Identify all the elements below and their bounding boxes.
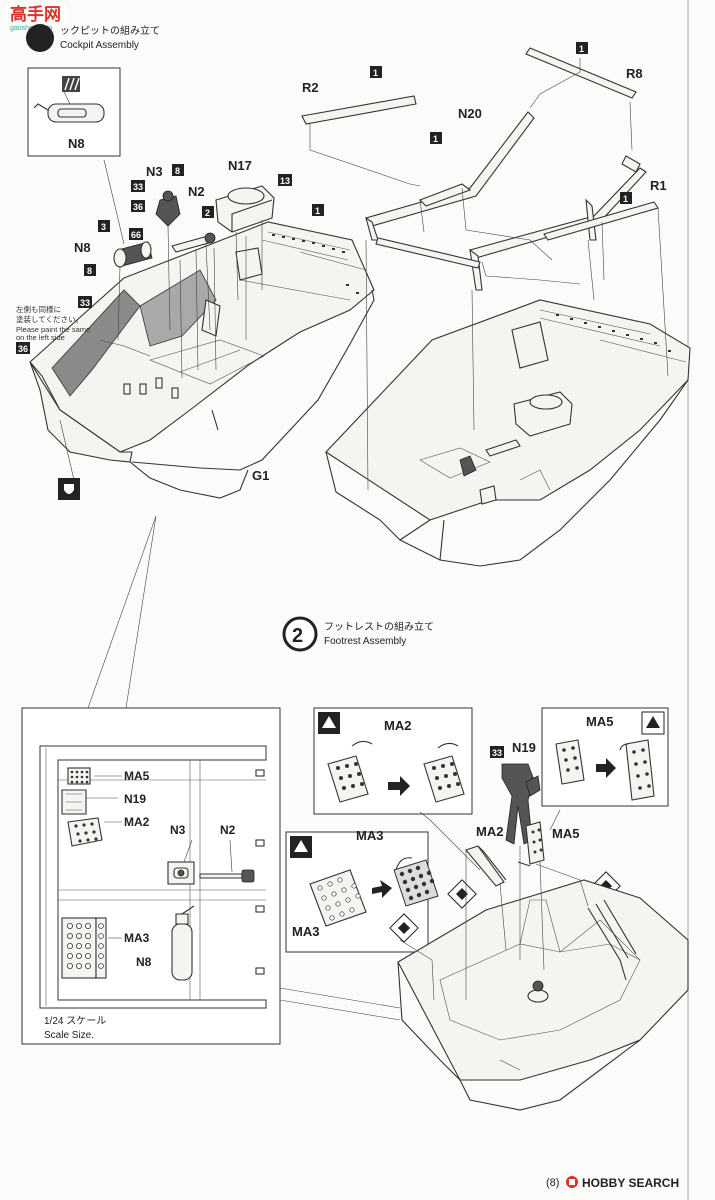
arrow-icon-3 — [372, 880, 392, 898]
roll-cage — [301, 47, 659, 291]
label-ma5: MA5 — [552, 826, 579, 841]
step1-header: ックピットの組み立て Cockpit Assembly — [26, 24, 160, 52]
paint-code-66: 66 — [131, 230, 141, 240]
note-en-2: on the left side — [16, 333, 65, 342]
label-n19: N19 — [512, 740, 536, 755]
scale-label-n19: N19 — [124, 792, 146, 806]
scale-label-ma2: MA2 — [124, 815, 150, 829]
label-n3: N3 — [146, 164, 163, 179]
label-g1: G1 — [252, 468, 269, 483]
step1-title-jp: ックピットの組み立て — [60, 24, 160, 37]
footer: (8) HOBBY SEARCH — [546, 1176, 679, 1190]
brand-watermark: HOBBY SEARCH — [582, 1176, 679, 1190]
paint-code-36-a: 36 — [133, 202, 143, 212]
glue-point-icon-2 — [641, 711, 665, 735]
label-ma5-box: MA5 — [586, 714, 613, 729]
paint-code-1-a: 1 — [315, 206, 320, 216]
callout-lines-bottom — [279, 987, 401, 1021]
paint-code-1-c: 1 — [373, 68, 378, 78]
extinguisher-icon — [47, 103, 105, 123]
scale-label-n2: N2 — [220, 823, 236, 837]
step2-title-en: Footrest Assembly — [324, 636, 406, 647]
scale-caption-en: Scale Size. — [44, 1030, 94, 1041]
n8-inset-box: N8 — [27, 67, 121, 157]
paint-code-8-b: 8 — [87, 266, 92, 276]
step1-left-paint-codes: 33 36 8 2 13 1 3 66 8 33 36 — [16, 164, 324, 354]
label-n20: N20 — [458, 106, 482, 121]
step2-badge — [282, 616, 318, 652]
callout-lines-top — [87, 515, 157, 709]
pedal-n19: 33 N19 — [490, 740, 541, 845]
handbrake-n2 — [171, 232, 216, 331]
paint-code-33-a: 33 — [133, 182, 143, 192]
hobby-search-logo-icon — [566, 1176, 578, 1188]
step2-header: 2 フットレストの組み立て Footrest Assembly — [282, 616, 434, 652]
note-en-1: Please paint the same — [16, 325, 90, 334]
watermark-logo: 高手网 — [10, 4, 61, 24]
paint-code-2: 2 — [205, 208, 210, 218]
glue-point-icon-3 — [290, 836, 312, 858]
shifter-n3 — [155, 190, 181, 331]
step1-right-guides — [309, 58, 669, 491]
note-jp-2: 塗装してください。 — [16, 314, 83, 324]
label-ma2: MA2 — [476, 824, 503, 839]
extinguisher-scale-icon — [171, 923, 193, 981]
label-ma2-box: MA2 — [384, 718, 411, 733]
step1-right-labels: R2 N20 R8 R1 — [302, 66, 667, 193]
arrow-icon-2 — [596, 758, 616, 778]
step1-title-en: Cockpit Assembly — [60, 40, 139, 51]
label-n8-inset: N8 — [68, 136, 85, 151]
seat-n17 — [215, 185, 275, 301]
paint-code-1-d: 1 — [433, 134, 438, 144]
scale-label-ma3: MA3 — [124, 931, 150, 945]
extinguisher-n8 — [103, 159, 153, 341]
step2-title-jp: フットレストの組み立て — [324, 620, 434, 633]
paint-code-3: 3 — [101, 222, 106, 232]
step2-guides — [399, 809, 589, 1001]
ma5-detail-box: MA5 — [541, 707, 669, 807]
scale-label-ma5: MA5 — [124, 769, 150, 783]
scale-label-n3: N3 — [170, 823, 186, 837]
ma3-detail-box: MA3 MA3 — [285, 828, 439, 953]
step2-parts: MA2 MA5 — [465, 821, 579, 887]
step1-right-paint-codes: 1 1 1 1 — [370, 42, 632, 204]
step2-number: 2 — [292, 625, 303, 647]
footrest-tub — [397, 879, 689, 1111]
label-n17: N17 — [228, 158, 252, 173]
label-r1: R1 — [650, 178, 667, 193]
arrow-icon — [388, 776, 410, 796]
paint-code-33-step2: 33 — [492, 748, 502, 758]
note-jp-1: 左側も同様に — [16, 304, 61, 314]
glue-icon — [58, 478, 80, 500]
paint-code-36-b: 36 — [18, 344, 28, 354]
cockpit-tub-right — [325, 299, 691, 567]
paint-code-33-b: 33 — [80, 298, 90, 308]
label-ma3-top: MA3 — [356, 828, 383, 843]
glue-point-icon — [318, 712, 340, 734]
scale-label-n8: N8 — [136, 955, 152, 969]
label-r8: R8 — [626, 66, 643, 81]
paint-code-1-b: 1 — [579, 44, 584, 54]
paint-code-1-e: 1 — [623, 194, 628, 204]
label-ma3-bottom: MA3 — [292, 924, 319, 939]
step1-left-guides — [59, 236, 247, 481]
label-r2: R2 — [302, 80, 319, 95]
paint-code-13: 13 — [280, 176, 290, 186]
page-reference: (8) — [546, 1177, 559, 1189]
scale-caption-jp: 1/24 スケール — [44, 1015, 106, 1027]
scale-inset: MA5 N19 MA2 N3 N2 MA3 N8 1/24 スケール Scale… — [21, 707, 281, 1045]
label-n2: N2 — [188, 184, 205, 199]
cockpit-tub-left — [29, 221, 375, 499]
label-n8: N8 — [74, 240, 91, 255]
step1-left-labels: N3 N2 N17 N8 G1 — [74, 158, 269, 483]
ma2-detail-box: MA2 — [313, 707, 473, 815]
step1-badge — [26, 24, 54, 52]
paint-code-8-a: 8 — [175, 166, 180, 176]
paint-left-side-note: 左側も同様に 塗装してください。 Please paint the same o… — [16, 304, 90, 342]
